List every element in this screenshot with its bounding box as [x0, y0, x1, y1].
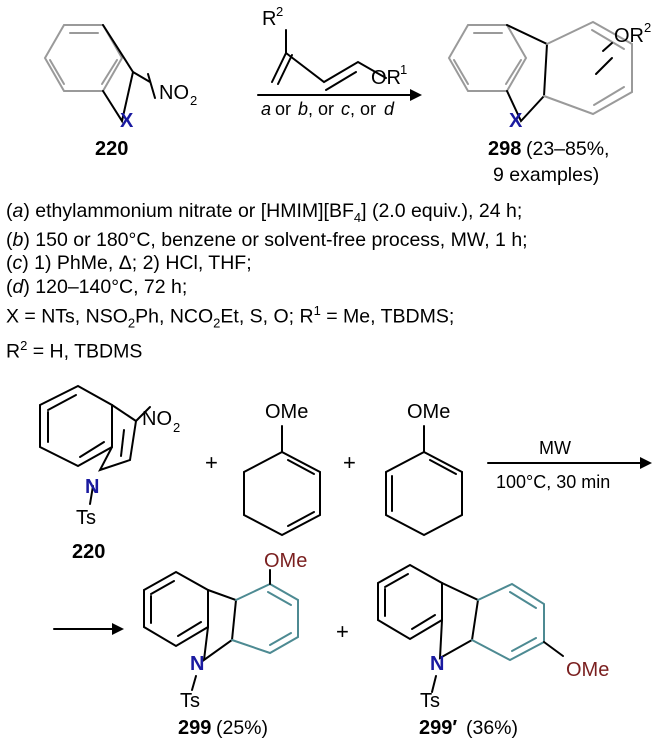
condition-b-text: 150 or 180°C, benzene or solvent-free pr… — [35, 229, 528, 252]
product-heteroatom-x: X — [509, 110, 523, 132]
heteroatom-x-label: X — [120, 110, 134, 132]
x-def-sub-1: 2 — [127, 315, 136, 331]
cond-or-1: or — [275, 99, 291, 119]
nitro-subscript-2: 2 — [173, 420, 180, 435]
product-299p-tosyl: Ts — [420, 690, 440, 712]
variable-r2-definition: R2 = H, TBDMS — [6, 334, 656, 364]
condition-d-text: 120–140°C, 72 h; — [35, 275, 188, 298]
compound-298-label: 298 — [488, 138, 521, 160]
nitro-group-label-2: NO — [142, 408, 172, 430]
svg-text:,: , — [350, 99, 355, 119]
nitroindole-220-structure: NO 2 N Ts — [39, 384, 180, 529]
diene-or1-superscript: 1 — [400, 62, 407, 77]
diene-2-methoxy-label: OMe — [407, 401, 450, 423]
methoxy-diene-2-structure: OMe — [385, 401, 463, 537]
methoxy-diene-1-structure: OMe — [243, 401, 321, 537]
tosyl-group-label: Ts — [76, 507, 96, 529]
product-299-tosyl: Ts — [180, 690, 200, 712]
condition-d-line: (d) 120–140°C, 72 h; — [6, 275, 188, 298]
arrow-2-condition-mw: MW — [539, 438, 571, 458]
compound-298-yield: (23–85%, — [526, 138, 609, 160]
condition-a-subscript: 4 — [353, 209, 362, 225]
condition-a-text-pre: ethylammonium nitrate or [HMIM][BF — [35, 200, 354, 222]
diene-r2-label: R — [262, 8, 276, 30]
x-def-part-4: = Me, TBDMS; — [320, 305, 455, 328]
product-or2-label: OR — [614, 25, 644, 47]
cond-or-2: or — [318, 99, 334, 119]
r2-def-sup: 2 — [20, 338, 28, 354]
product-299-methoxy: OMe — [264, 550, 307, 572]
condition-c-line: (c) 1) PhMe, Δ; 2) HCl, THF; — [6, 252, 252, 275]
compound-220-structure: X NO 2 — [43, 24, 197, 132]
plus-sign-1: + — [205, 450, 218, 475]
compound-220-label: 220 — [95, 138, 128, 160]
product-299-nitrogen: N — [190, 653, 204, 675]
condition-a-text-post: ] (2.0 equiv.), 24 h; — [361, 200, 523, 222]
cond-or-3: or — [360, 99, 376, 119]
r2-def-part-2: = H, TBDMS — [27, 340, 143, 363]
x-def-part-2: Ph, NCO — [135, 305, 214, 328]
x-def-sub-2: 2 — [213, 315, 221, 331]
compound-299-label: 299 — [178, 717, 211, 739]
x-def-sup: 1 — [313, 302, 321, 318]
diene-r2-superscript: 2 — [276, 4, 283, 19]
condition-c-ref: c — [341, 99, 350, 119]
condition-d-ref: d — [384, 99, 395, 119]
compound-220-label-2: 220 — [72, 541, 105, 563]
diene-structure: R 2 OR 1 — [262, 4, 407, 91]
arrow-2-condition-temp: 100°C, 30 min — [496, 472, 610, 492]
carbazole-299-structure: OMe N Ts — [143, 550, 307, 712]
carbazole-299-prime-structure: OMe N Ts — [377, 563, 609, 712]
condition-b-line: (b) 150 or 180°C, benzene or solvent-fre… — [6, 229, 528, 252]
product-or2-superscript: 2 — [644, 20, 651, 35]
continuation-arrow — [53, 623, 124, 635]
x-def-part-3: Et, S, O; R — [220, 305, 314, 328]
condition-d-letter: d — [12, 275, 24, 298]
reaction-arrow-2: MW 100°C, 30 min — [487, 438, 652, 492]
plus-sign-2: + — [343, 450, 356, 475]
arrow-1-conditions: a or b , or c , or d — [261, 99, 395, 119]
diene-or1-label: OR — [371, 67, 401, 89]
diene-1-methoxy-label: OMe — [265, 401, 308, 423]
x-def-part-1: X = NTs, NSO — [6, 305, 128, 328]
variable-x-definition: X = NTs, NSO2Ph, NCO2Et, S, O; R1 = Me, … — [6, 299, 656, 335]
reaction-arrow-1 — [257, 89, 422, 101]
compound-299-prime-yield: (36%) — [466, 717, 518, 739]
product-299p-methoxy: OMe — [566, 659, 609, 681]
compound-298-examples: 9 examples) — [493, 164, 599, 186]
condition-a-letter: a — [12, 200, 24, 222]
compound-299-prime-label: 299′ — [419, 717, 457, 739]
r2-def-part-1: R — [6, 340, 21, 363]
conditions-legend: (a) ethylammonium nitrate or [HMIM][BF4]… — [6, 200, 656, 364]
condition-a-ref: a — [261, 99, 271, 119]
condition-b-ref: b — [298, 99, 308, 119]
condition-c-text: 1) PhMe, Δ; 2) HCl, THF; — [34, 252, 252, 275]
product-299p-nitrogen: N — [430, 653, 444, 675]
compound-298-structure: X OR 2 — [447, 20, 651, 132]
nitro-group-label: NO — [159, 82, 189, 104]
condition-c-letter: c — [12, 252, 23, 275]
nitro-subscript: 2 — [190, 93, 197, 108]
plus-sign-3: + — [336, 619, 349, 644]
svg-text:,: , — [308, 99, 313, 119]
condition-b-letter: b — [12, 229, 24, 252]
indole-nitrogen: N — [85, 476, 99, 498]
compound-299-yield: (25%) — [216, 717, 268, 739]
condition-a-line: (a) ethylammonium nitrate or [HMIM][BF4]… — [6, 200, 523, 225]
